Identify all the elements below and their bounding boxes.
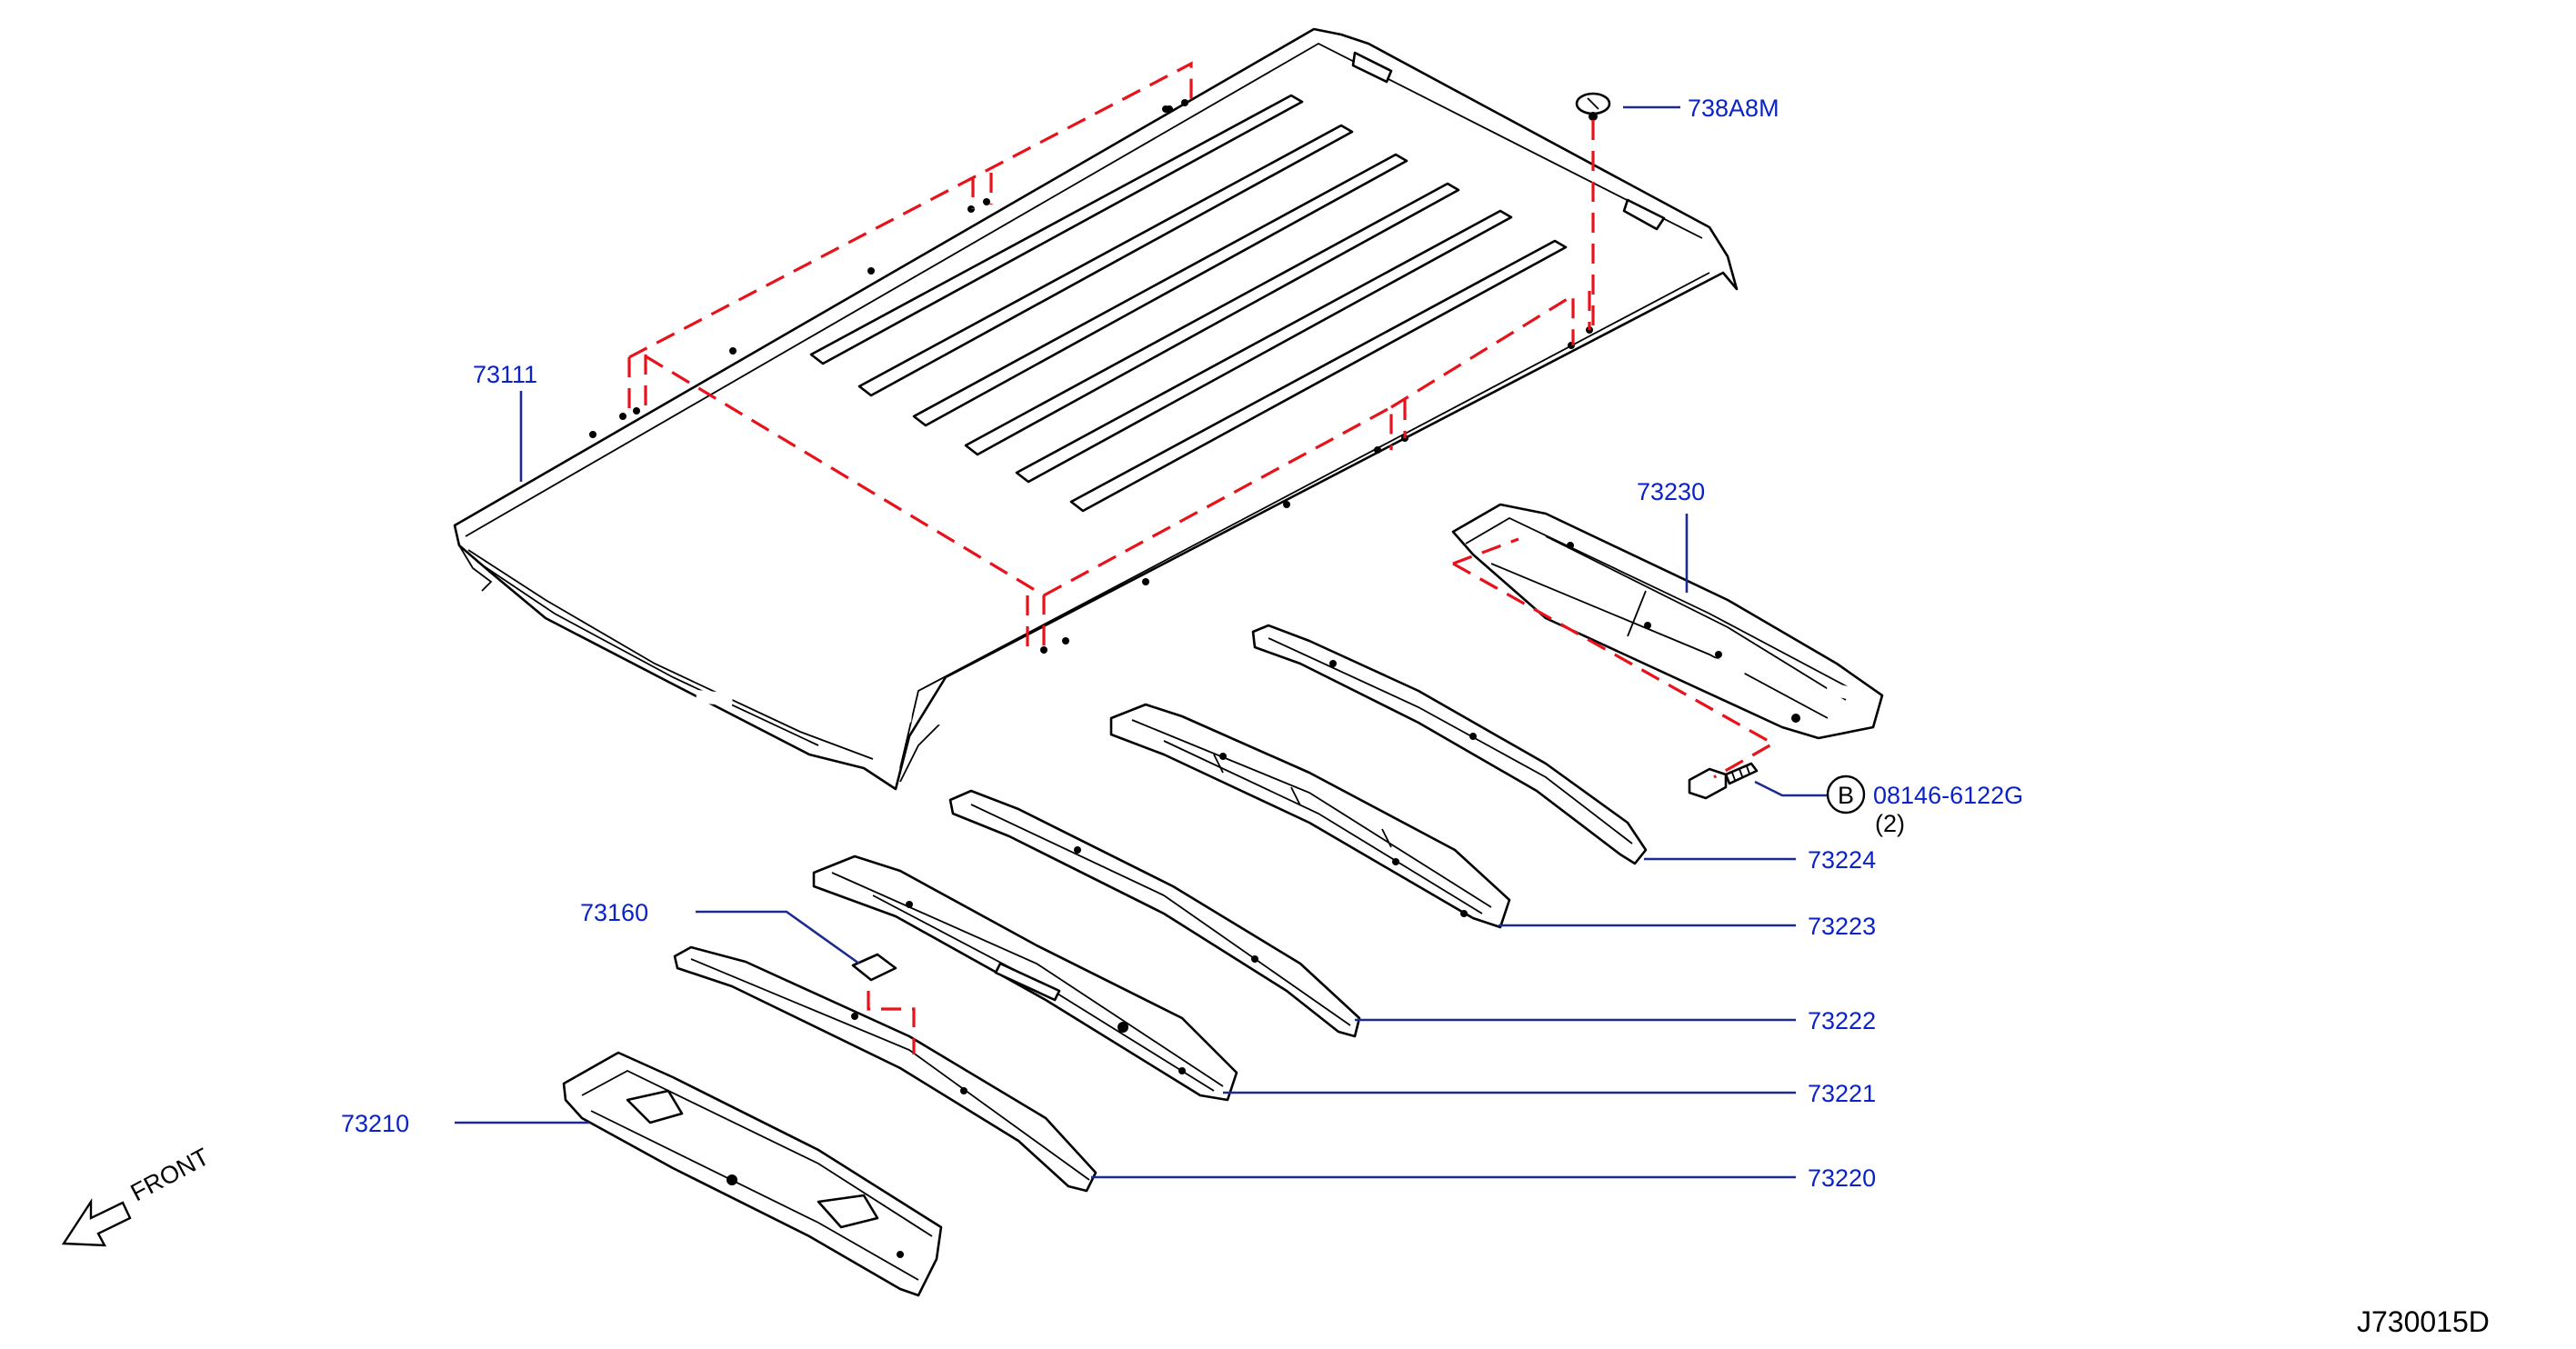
callout-73221[interactable]: 73221 bbox=[1808, 1080, 1876, 1107]
roof-panel[interactable] bbox=[453, 27, 1739, 791]
callout-08146-6122g[interactable]: 08146-6122G bbox=[1873, 782, 2023, 809]
front-rail[interactable] bbox=[562, 1051, 943, 1297]
pad[interactable] bbox=[851, 953, 897, 982]
callout-738a8m[interactable]: 738A8M bbox=[1688, 95, 1779, 122]
front-arrow-icon bbox=[61, 1197, 132, 1247]
callout-73222[interactable]: 73222 bbox=[1808, 1007, 1876, 1034]
bolt-reference-letter: B bbox=[1838, 782, 1854, 809]
roof-stiffener-ribs bbox=[809, 94, 1568, 513]
callout-73224[interactable]: 73224 bbox=[1808, 846, 1876, 874]
callout-73223[interactable]: 73223 bbox=[1808, 913, 1876, 940]
roof-bow-73224[interactable] bbox=[1251, 624, 1648, 865]
roof-bow-73223[interactable] bbox=[1109, 703, 1511, 929]
roof-clip[interactable] bbox=[1575, 92, 1611, 121]
bolt-quantity: (2) bbox=[1875, 810, 1905, 837]
bolt[interactable] bbox=[1688, 762, 1759, 800]
callout-73220[interactable]: 73220 bbox=[1808, 1164, 1876, 1192]
bolt-reference-marker: B bbox=[1826, 774, 1866, 814]
drawing-code: J730015D bbox=[2357, 1305, 2490, 1338]
leader-lines bbox=[455, 105, 1828, 1179]
roof-bow-73221[interactable] bbox=[812, 854, 1238, 1102]
callout-73230[interactable]: 73230 bbox=[1637, 478, 1705, 505]
assembly-links bbox=[627, 61, 1777, 1054]
front-roof-bow[interactable] bbox=[673, 945, 1098, 1193]
rear-rail[interactable] bbox=[1451, 503, 1884, 740]
callout-73111[interactable]: 73111 bbox=[473, 361, 537, 388]
roof-bow-73222[interactable] bbox=[948, 789, 1361, 1038]
front-label: FRONT bbox=[126, 1143, 214, 1206]
front-direction-indicator: FRONT bbox=[61, 1143, 214, 1247]
callout-73210[interactable]: 73210 bbox=[341, 1110, 409, 1137]
callout-73160[interactable]: 73160 bbox=[580, 899, 648, 926]
